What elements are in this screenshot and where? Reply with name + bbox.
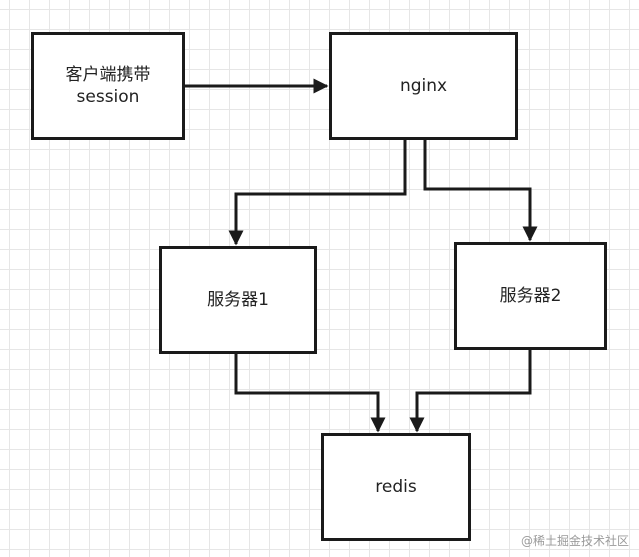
redis-node: redis [321,433,471,541]
nginx-label: nginx [399,75,448,96]
arrow-nginx-to-server2 [423,140,538,242]
arrow-nginx-to-server1 [228,140,407,246]
client-node: 客户端携带 session [31,32,185,140]
client-label-line1: 客户端携带 [65,64,151,85]
arrow-server1-to-redis [234,354,386,433]
watermark: @稀土掘金技术社区 [520,534,629,548]
redis-label: redis [375,476,417,497]
nginx-node: nginx [329,32,518,140]
server2-label: 服务器2 [499,285,562,306]
arrow-server2-to-redis [409,350,532,433]
server2-node: 服务器2 [454,242,607,350]
server1-node: 服务器1 [159,246,317,354]
client-label-line2: session [76,87,140,107]
server1-label: 服务器1 [207,289,269,310]
